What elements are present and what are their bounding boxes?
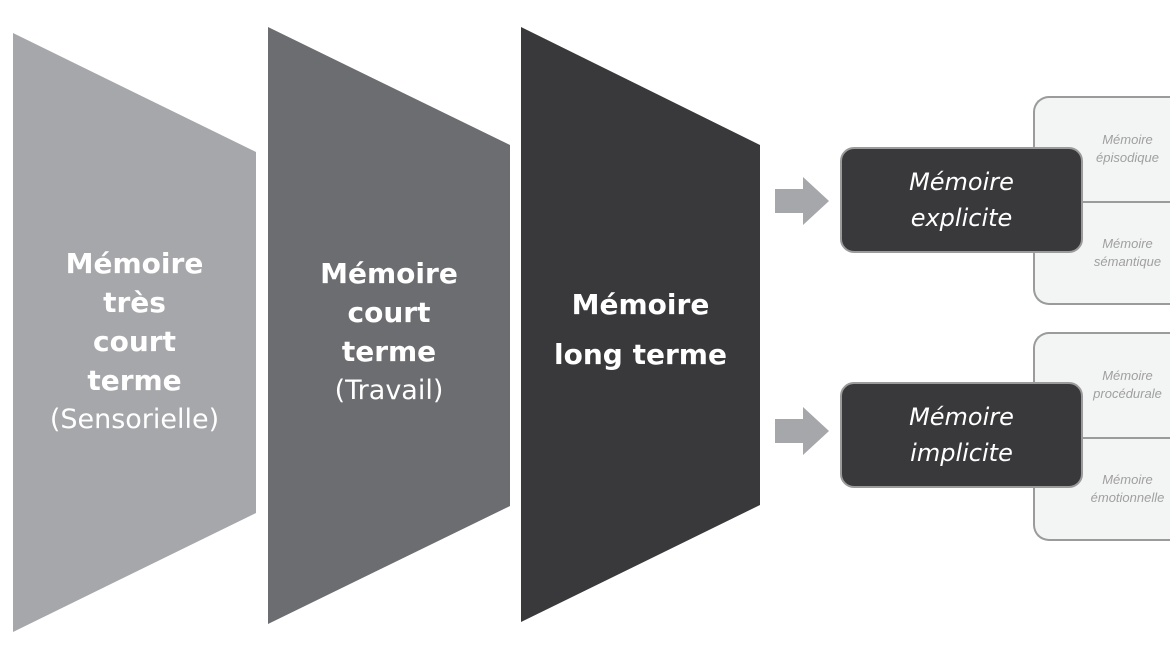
explicit-memory-box: Mémoire explicite — [840, 147, 1083, 253]
branch-label: Mémoire explicite — [909, 168, 1014, 232]
stage-subtitle: (Sensorielle) — [49, 404, 220, 435]
stage-shape-sensory — [13, 33, 256, 632]
stage-label-working: Mémoire court terme (Travail) — [268, 254, 510, 410]
branch-label: Mémoire implicite — [909, 403, 1014, 467]
stage-label-sensory: Mémoire très court terme (Sensorielle) — [13, 244, 256, 439]
subtype-emotional: Mémoire émotionnelle — [1035, 436, 1170, 540]
arrow-right-icon — [775, 407, 829, 455]
stage-title: Mémoire très court terme — [65, 247, 204, 397]
subtype-episodic: Mémoire épisodique — [1096, 132, 1159, 166]
subtype-semantic: Mémoire sémantique — [1035, 200, 1170, 304]
subtype-procedural: Mémoire procédurale — [1093, 368, 1162, 402]
arrow-right-icon — [775, 177, 829, 225]
stage-shape-working — [268, 27, 510, 624]
stage-subtitle: (Travail) — [334, 375, 444, 406]
stage-label-long-term: Mémoire long terme — [521, 280, 760, 380]
stage-shape-long-term — [521, 27, 760, 622]
implicit-memory-box: Mémoire implicite — [840, 382, 1083, 488]
stage-title: Mémoire long terme — [554, 288, 727, 371]
stage-title: Mémoire court terme — [320, 257, 458, 368]
